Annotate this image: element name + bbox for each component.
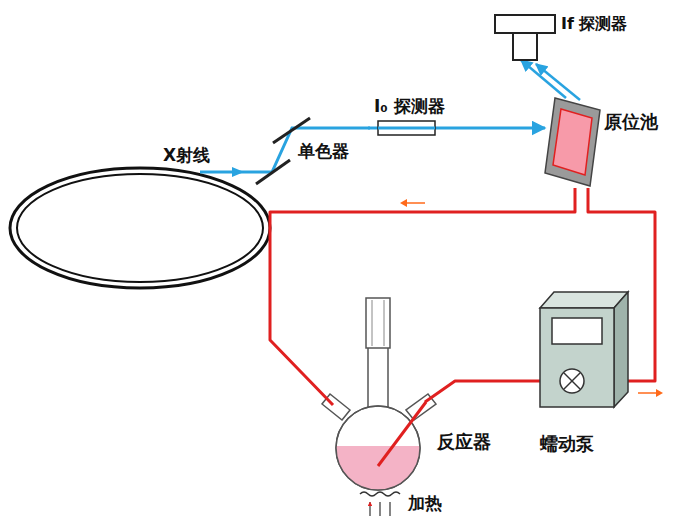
flask-outline [336, 406, 420, 490]
mirror [273, 118, 310, 143]
in-situ-cell-shape [545, 98, 600, 188]
x-ray-beam [435, 127, 545, 130]
flow-arrow-head [400, 199, 407, 207]
flame [360, 492, 400, 496]
flask-neck [368, 340, 388, 412]
i0-detector: I₀ 探测器 [378, 121, 435, 135]
x-ray-beam [368, 127, 378, 130]
storage-ring-inner [17, 174, 263, 282]
fluorescence-ray [521, 60, 566, 98]
heat-arrow [369, 502, 370, 516]
condenser-line [372, 300, 373, 346]
flow-arrow-head [656, 389, 663, 397]
fluorescence-ray [536, 64, 580, 100]
monochromator: 单色器 [250, 112, 368, 197]
tube [270, 188, 575, 405]
node-label: 蠕动泵 [540, 434, 594, 454]
node-label: 单色器 [298, 142, 349, 161]
if-detector: If 探测器 [495, 15, 555, 60]
tube [378, 402, 426, 466]
beam-label: X射线 [163, 146, 210, 165]
storage-ring [10, 168, 270, 288]
i0-detector-shape [378, 121, 435, 135]
peristaltic-pump: 蠕动泵 [540, 292, 628, 407]
node-label: I₀ 探测器 [374, 97, 445, 116]
in-situ-cell: 原位池 [545, 98, 600, 188]
mirror [256, 160, 290, 184]
condenser [366, 298, 390, 348]
heat-arrow [379, 502, 380, 516]
heat-arrow [389, 502, 390, 516]
node-label: 原位池 [604, 112, 658, 132]
node-label: 反应器 [437, 432, 491, 452]
node-label: If 探测器 [561, 15, 627, 33]
heating-label: 加热 [408, 494, 442, 513]
if-detector-shape [495, 15, 555, 60]
peristaltic-pump-shape [540, 292, 628, 407]
tube [425, 381, 540, 402]
liquid [330, 446, 430, 496]
condenser-line [384, 300, 385, 346]
beam-arrow [232, 167, 244, 177]
reactor: 反应器 [333, 395, 425, 495]
